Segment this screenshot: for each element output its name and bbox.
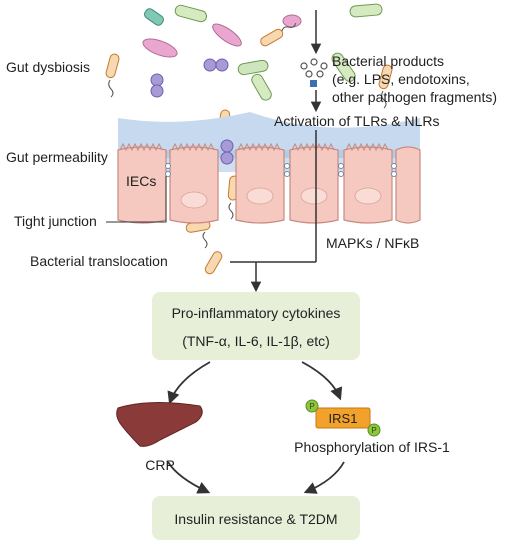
bacterium-icon (237, 59, 269, 76)
epithelial-cell (343, 142, 393, 224)
bacterium-icon (349, 3, 383, 18)
label-irs1: IRS1 (329, 411, 358, 426)
label-crp: CRP (145, 457, 175, 473)
label-tight-junction: Tight junction (14, 213, 97, 229)
label-bacterial-products-1: Bacterial products (332, 53, 444, 69)
bacterium-icon (150, 84, 164, 98)
bacterium-icon (282, 14, 302, 28)
label-mapks: MAPKs / NFκB (326, 235, 419, 251)
bacterium-icon (204, 251, 223, 275)
liver-icon (116, 401, 203, 447)
bacterium-icon (144, 8, 164, 26)
bacterium-icon (215, 58, 229, 72)
tight-junction-icon (165, 163, 397, 177)
epithelial-cell (169, 142, 219, 224)
label-bacterial-translocation: Bacterial translocation (30, 253, 168, 269)
bacterium-icon (203, 58, 217, 72)
bacterium-icon (142, 38, 178, 58)
label-activation: Activation of TLRs & NLRs (274, 113, 439, 129)
tight-junction-pointer (106, 176, 167, 223)
epithelial-cell (235, 142, 285, 224)
bacterium-icon (260, 22, 297, 47)
outcome-box (152, 496, 360, 540)
bacterium-icon (150, 73, 164, 87)
label-bacterial-products-2: (e.g. LPS, endotoxins, (332, 71, 470, 87)
epithelial-cell (289, 142, 339, 224)
bacterium-icon (220, 151, 234, 165)
bacterium-icon (251, 73, 272, 101)
label-bacterial-products-3: other pathogen fragments) (332, 89, 497, 105)
label-gut-permeability: Gut permeability (6, 149, 108, 165)
epithelial-cells (117, 142, 421, 224)
arrow-crp-to-outcome (167, 461, 211, 494)
arrow-irs1-to-outcome (303, 461, 345, 494)
label-phosphorylation: Phosphorylation of IRS-1 (294, 439, 450, 455)
phosphate-icon (305, 399, 319, 413)
label-gut-dysbiosis: Gut dysbiosis (6, 59, 90, 75)
bacterium-icon (105, 53, 120, 79)
cytokines-box (152, 292, 360, 360)
arrow-to-irs1 (301, 361, 343, 401)
bacterium-icon (331, 52, 356, 82)
irs1-protein (315, 407, 371, 429)
phospho-badge-label: P (309, 402, 314, 411)
phosphate-icon (367, 423, 381, 437)
cytokines-title: Pro-inflammatory cytokines (172, 305, 341, 321)
bacterium-icon (220, 139, 234, 153)
bacterial-products-icon (300, 58, 328, 87)
bacterium-icon (212, 23, 242, 47)
phospho-badge-label: P (371, 426, 376, 435)
epithelial-cell (395, 146, 421, 224)
label-iecs: IECs (126, 173, 156, 189)
bacteria-cluster (105, 3, 393, 275)
bacterium-icon (174, 4, 208, 23)
cytokines-list: (TNF-α, IL-6, IL-1β, etc) (182, 333, 330, 349)
bacterium-icon (378, 64, 393, 90)
arrow-to-crp (167, 361, 211, 405)
outcome-title: Insulin resistance & T2DM (174, 511, 337, 527)
